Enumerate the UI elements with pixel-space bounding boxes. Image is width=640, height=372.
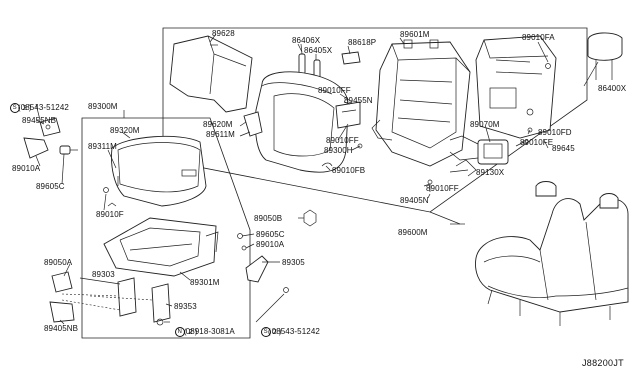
bracket-89303 [117,277,137,317]
left-hinge-parts [23,117,78,159]
latch-89070m [449,135,509,165]
bracket-89611m [243,111,263,137]
label-89010ff-a: 89010FF [318,86,351,95]
label-89605c-mid: 89605C [256,230,285,239]
label-89010ff-c: 89010FF [326,136,359,145]
label-89620m: 89620M [203,120,233,129]
label-89300h: 89300H [324,146,353,155]
label-89303: 89303 [92,270,115,279]
label-89320m: 89320M [110,126,140,135]
label-89405nb: 89405NB [44,324,79,333]
label-89050a: 89050A [44,258,73,267]
cushion-pad-89320m [111,135,207,207]
label-89645: 89645 [552,144,575,153]
cover-89305 [245,255,269,283]
diagram-reference-code: J88200JT [582,358,624,368]
cushion-frame-89301m [103,217,219,277]
leader-lines [35,33,599,325]
label-89611m: 89611M [206,130,235,139]
label-89010a-mid: 89010A [256,240,285,249]
screw-symbol: S [260,327,271,337]
headrest-86400x [587,32,623,61]
headrest-guide-86406x [298,53,306,75]
label-89010fb: 89010FB [332,166,366,175]
label-89628: 89628 [212,29,235,38]
label-89300m: 89300M [88,102,118,111]
label-89305: 89305 [282,258,305,267]
label-08543-b-qty: ( 2 ) [268,327,282,336]
screw-symbol: S [9,103,20,113]
label-89601m: 89601M [400,30,430,39]
label-08918-qty: ( 2 ) [184,327,198,336]
label-89600m: 89600M [398,228,428,237]
assembled-seat-illustration [475,181,629,326]
bracket-89353 [151,283,171,323]
bracket-89455n [335,101,361,129]
label-89605c-left: 89605C [36,182,65,191]
nut-symbol: N [174,327,185,337]
label-89070m: 89070M [470,120,500,129]
label-89353: 89353 [174,302,197,311]
label-89311m: 89311M [88,142,117,151]
label-89455n: 89455N [344,96,373,105]
label-89010f: 89010F [96,210,124,219]
tag-88618p [341,51,361,65]
label-86400x: 86400X [598,84,627,93]
fasteners-upper [321,63,551,192]
clip-89130x [455,159,477,177]
label-89455nb: 89455NB [22,116,57,125]
label-89010fa: 89010FA [522,33,555,42]
pad-89405nb [49,301,75,323]
label-89010fd: 89010FD [538,128,572,137]
label-89301m: 89301M [190,278,220,287]
label-89405n: 89405N [400,196,429,205]
cushion-group-frame [81,117,251,339]
label-88618p: 88618P [348,38,377,47]
label-89010a-left: 89010A [12,164,41,173]
pad-89050a [51,271,73,293]
seatback-trim-89620m [254,71,349,173]
label-89050b: 89050B [254,214,283,223]
label-89130x: 89130X [476,168,505,177]
label-86406x: 86406X [292,36,321,45]
label-86405x: 86405X [304,46,333,55]
label-08543-a-qty: ( 2 ) [18,103,32,112]
seatback-frame-89601m [371,39,471,167]
seatback-board [475,35,557,139]
label-89010fe: 89010FE [520,138,554,147]
seatback-pad-89628 [169,35,253,113]
label-89010ff-b: 89010FF [426,184,459,193]
